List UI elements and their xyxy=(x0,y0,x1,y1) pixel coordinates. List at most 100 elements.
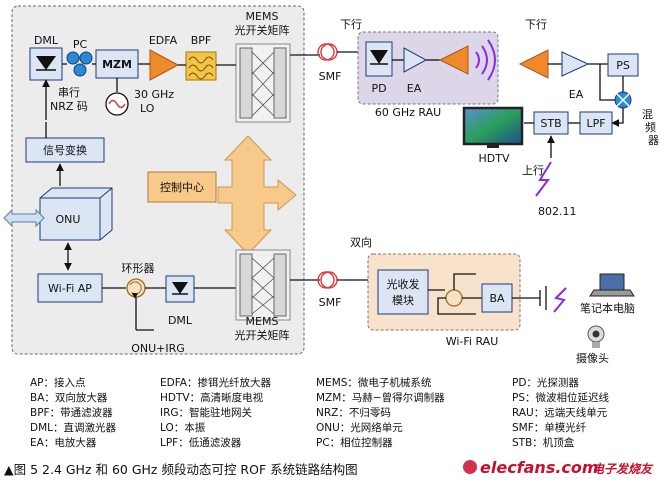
mixer-label-3: 器 xyxy=(648,134,659,147)
onu-label: ONU xyxy=(56,213,81,226)
control-center-block: 控制中心 xyxy=(147,135,297,255)
onu-io-arrow xyxy=(3,208,45,228)
wifi-ap-label: Wi-Fi AP xyxy=(48,282,92,295)
downlink-label: 下行 xyxy=(340,18,362,31)
wifi-ap-block: Wi-Fi AP xyxy=(37,273,103,303)
radio-waves-icon xyxy=(475,39,496,81)
rx-antenna xyxy=(518,49,549,79)
mixer-label-1: 混 xyxy=(642,108,653,121)
figure-caption: ▲图 5 2.4 GHz 和 60 GHz 频段动态可控 ROF 系统链路结构图 xyxy=(4,462,358,477)
dml-top-block: DML xyxy=(29,34,63,81)
ea-top-label: EA xyxy=(407,82,422,95)
laptop-icon xyxy=(589,273,635,297)
lo-label1: 30 GHz xyxy=(134,88,174,101)
legend-item: NRZ：不归零码 xyxy=(316,406,391,419)
bpf-block: BPF xyxy=(185,34,217,81)
signal-conversion-block: 信号变换 xyxy=(25,137,105,163)
circulator: 环形器 xyxy=(122,262,155,299)
mzm-label: MZM xyxy=(102,58,132,71)
wifi-rau-lightning-icon xyxy=(553,287,567,313)
control-center-label: 控制中心 xyxy=(160,180,204,194)
mixer-label-2: 频 xyxy=(645,120,656,134)
ea-right-label: EA xyxy=(569,88,584,101)
laptop-label: 笔记本电脑 xyxy=(580,301,635,315)
bidirectional-label: 双向 xyxy=(350,235,372,249)
legend-item: EDFA：掺铒光纤放大器 xyxy=(160,376,271,389)
mems-bottom-switch: MEMS 光开关矩阵 xyxy=(235,249,291,342)
pc-block: PC xyxy=(66,38,93,77)
wifi-rau-label: Wi-Fi RAU xyxy=(446,335,499,348)
downlink-right-label: 下行 xyxy=(525,18,547,31)
lpf-block: LPF xyxy=(579,111,613,135)
smf-top-label: SMF xyxy=(319,70,342,83)
legend: AP：接入点 EDFA：掺铒光纤放大器 MEMS：微电子机械系统 PD：光探测器… xyxy=(30,376,609,449)
legend-item: BA：双向放大器 xyxy=(30,391,108,404)
wifi-antenna-icon xyxy=(539,286,547,310)
bpf-label: BPF xyxy=(191,34,212,47)
smf-top-coil: SMF xyxy=(317,43,342,83)
watermark-cn: 电子发烧友 xyxy=(592,462,654,476)
camera-label: 摄像头 xyxy=(576,351,609,365)
legend-item: BPF：带通滤波器 xyxy=(30,406,113,419)
legend-item: ONU：光网络单元 xyxy=(316,421,403,434)
wifi-std-label: 802.11 xyxy=(538,205,577,218)
mems-top-label1: MEMS xyxy=(246,10,279,23)
wifi-rau: 光收发 模块 BA Wi-Fi RAU xyxy=(367,253,521,348)
smf-bottom-label: SMF xyxy=(319,296,342,309)
legend-item: HDTV：高清晰度电视 xyxy=(160,391,264,404)
legend-item: PC：相位控制器 xyxy=(316,436,393,449)
watermark-logo: elecfans.com 电子发烧友 xyxy=(463,458,654,477)
legend-item: MZM：马赫−曾得尔调制器 xyxy=(316,391,445,404)
wifi-lightning-icon xyxy=(535,161,552,197)
legend-item: LO：本振 xyxy=(160,421,206,434)
ps-block: PS xyxy=(607,53,639,77)
hdtv-icon: HDTV xyxy=(462,106,524,165)
legend-item: EA：电放大器 xyxy=(30,436,97,449)
rau60-label: 60 GHz RAU xyxy=(375,106,441,119)
ea-right-block: EA xyxy=(561,51,590,101)
legend-item: AP：接入点 xyxy=(30,376,86,389)
mixer-icon xyxy=(614,91,632,109)
pd-label: PD xyxy=(371,82,386,95)
mems-top-label2: 光开关矩阵 xyxy=(235,23,290,37)
ps-label: PS xyxy=(616,59,630,72)
legend-item: STB：机顶盒 xyxy=(512,436,575,449)
legend-item: RAU：远端天线单元 xyxy=(512,406,608,419)
transceiver-label1: 光收发 xyxy=(387,277,420,291)
serial-label: 串行 xyxy=(58,86,80,99)
dml-top-label: DML xyxy=(34,34,59,47)
edfa-block: EDFA xyxy=(149,34,180,81)
legend-item: PS：微波相位延迟线 xyxy=(512,391,609,404)
watermark-site: elecfans.com xyxy=(480,458,599,477)
mems-bottom-label1: MEMS xyxy=(246,315,279,328)
lo-label2: LO xyxy=(140,102,155,115)
pd-bottom-block xyxy=(165,275,195,303)
nrz-label: NRZ 码 xyxy=(50,100,88,113)
mems-top-switch: MEMS 光开关矩阵 xyxy=(235,10,291,123)
stb-block: STB xyxy=(533,111,569,135)
hdtv-label: HDTV xyxy=(479,152,510,165)
onu-irg-label: ONU+IRG xyxy=(131,342,185,355)
lpf-label: LPF xyxy=(586,117,605,130)
ba-label: BA xyxy=(489,292,505,305)
mems-bottom-label2: 光开关矩阵 xyxy=(235,328,290,342)
dml-bottom-label: DML xyxy=(168,314,193,327)
edfa-label: EDFA xyxy=(149,34,178,47)
uplink-label: 上行 xyxy=(522,164,544,177)
legend-item: SMF：单模光纤 xyxy=(512,421,587,434)
legend-item: MEMS：微电子机械系统 xyxy=(316,376,432,389)
transceiver-label2: 模块 xyxy=(392,294,414,307)
smf-bottom-coil: SMF xyxy=(317,271,342,309)
rau-60ghz: PD EA 60 GHz RAU xyxy=(357,31,499,119)
pc-label: PC xyxy=(73,38,88,51)
lo-oscillator: 30 GHz LO xyxy=(105,88,174,116)
onu-block: ONU xyxy=(39,187,113,241)
rau-circulator xyxy=(445,289,463,307)
camera-icon xyxy=(587,325,605,348)
legend-item: IRG：智能驻地网关 xyxy=(160,406,253,419)
legend-item: LPF：低通滤波器 xyxy=(160,436,242,449)
circulator-label: 环形器 xyxy=(122,262,155,275)
stb-label: STB xyxy=(540,117,561,130)
